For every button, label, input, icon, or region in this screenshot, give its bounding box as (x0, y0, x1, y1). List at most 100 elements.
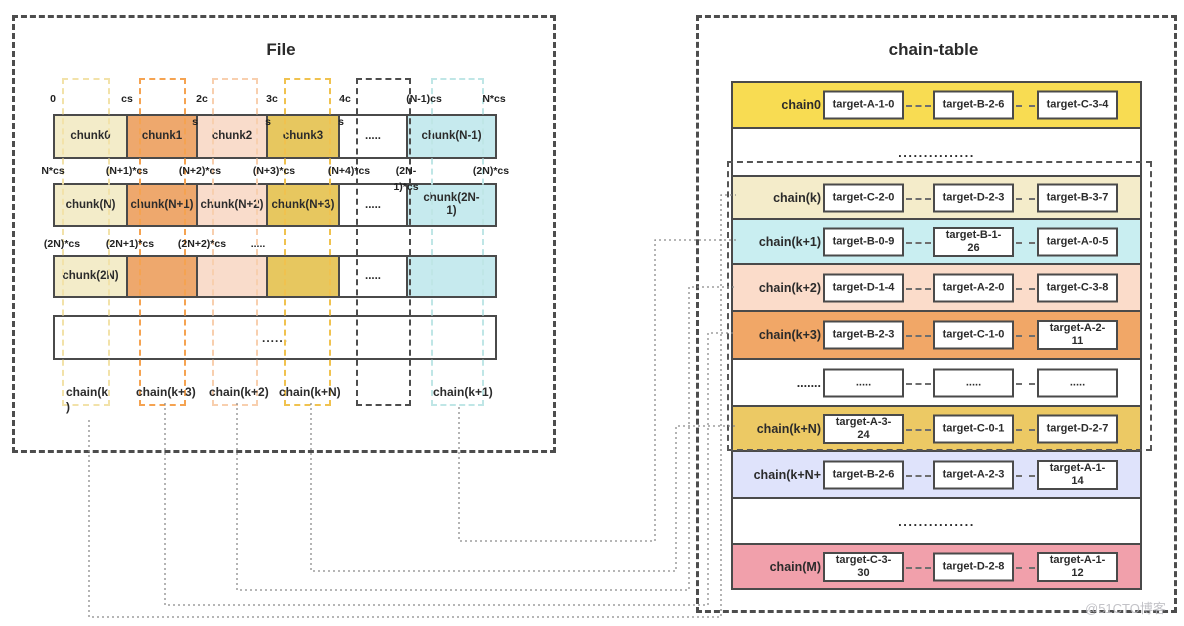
target-link-dash (906, 105, 931, 107)
file-chain-label: chain(k+1) (433, 385, 493, 399)
file-chain-label: chain(k+2) (209, 385, 269, 399)
target-link-dash (906, 287, 931, 290)
chain-row-label: chain(k+3) (758, 328, 821, 342)
target-box: target-A-3- 24 (823, 413, 904, 444)
file-chunk-row-1: chunk0 chunk1 chunk2 chunk3 ..... chunk(… (53, 114, 497, 159)
file-chain-label: chain(k+N) (279, 385, 341, 399)
target-link-dash (906, 474, 931, 477)
chain-table: chain0 target-A-1-0 target-B-2-6 target-… (731, 81, 1142, 590)
offset-tick: 2c (196, 93, 208, 105)
target-link-dash (906, 382, 931, 385)
target-box: target-C-2-0 (823, 183, 904, 212)
target-box: target-C-3- 30 (823, 551, 904, 582)
target-box: target-A-2- 11 (1037, 320, 1118, 350)
chain-row-chain-k: chain(k) target-C-2-0 target-D-2-3 targe… (733, 175, 1140, 218)
chain-row-label: chain0 (781, 98, 821, 112)
chain-row-chain-k2: chain(k+2) target-D-1-4 target-A-2-0 tar… (733, 263, 1140, 310)
stripe-offset-s: s (192, 116, 198, 128)
offset-tick: (N-1)cs (406, 93, 442, 105)
chunk-cell: ..... (338, 116, 406, 157)
offset-tick: 4c (339, 93, 351, 105)
target-link-dash (906, 566, 931, 569)
target-box: target-A-2-3 (933, 460, 1014, 489)
target-box: ..... (933, 368, 1014, 397)
target-link-dash (1016, 335, 1035, 337)
chain-row-label: chain(k+1) (758, 234, 821, 249)
chain-row-label: ....... (796, 375, 821, 390)
chunk-cell: chunk3 (266, 116, 338, 157)
target-box: target-C-3-8 (1037, 273, 1118, 302)
stripe-offset-s: s (265, 116, 271, 128)
offset-tick: (N+4)*cs (327, 165, 371, 177)
chain-window-overlay-4 (284, 78, 331, 406)
offset-tick: cs (121, 93, 133, 105)
target-link-dash (1016, 241, 1035, 244)
target-box: target-C-1-0 (933, 320, 1014, 350)
file-chain-label: chain(k ) (66, 385, 109, 414)
offset-tick: ..... (250, 238, 266, 250)
target-link-dash (906, 241, 931, 244)
offset-tick: 3c (266, 93, 278, 105)
chain-rows-ellipsis: ............... (733, 127, 1140, 175)
target-link-dash (906, 428, 931, 431)
chain-row-chain-M: chain(M) target-C-3- 30 target-D-2-8 tar… (733, 543, 1140, 588)
chain-table-title: chain-table (888, 40, 979, 59)
target-link-dash (1016, 382, 1035, 385)
watermark: @51CTO博客 (1085, 601, 1166, 616)
offset-tick: (2N+1)*cs (105, 238, 155, 250)
target-link-dash (906, 335, 931, 337)
target-box: target-B-3-7 (1037, 183, 1118, 212)
chain-group-highlight-rect (727, 161, 1152, 451)
chain-row-label: chain(M) (769, 559, 821, 574)
chain-row-chain-k1: chain(k+1) target-B-0-9 target-B-1- 26 t… (733, 218, 1140, 263)
chain-row-chain-kN: chain(k+N) target-A-3- 24 target-C-0-1 t… (733, 405, 1140, 450)
target-box: target-A-1-0 (823, 90, 904, 120)
target-box: ..... (823, 368, 904, 397)
target-box: target-D-2-8 (933, 552, 1014, 581)
offset-tick: (N+1)*cs (105, 165, 149, 177)
target-link-dash (906, 197, 931, 200)
target-box: target-A-2-0 (933, 273, 1014, 302)
target-box: target-D-2-3 (933, 183, 1014, 212)
target-link-dash (1016, 197, 1035, 200)
offset-tick: N*cs (482, 93, 506, 105)
target-box: target-A-0-5 (1037, 227, 1118, 256)
offset-tick: (2N+2)*cs (177, 238, 227, 250)
target-link-dash (1016, 428, 1035, 431)
target-box: target-A-1- 12 (1037, 551, 1118, 582)
target-box: target-B-2-6 (933, 90, 1014, 120)
target-box: target-B-1- 26 (933, 226, 1014, 257)
offset-tick: (2N- 1)*cs (393, 165, 419, 193)
target-box: target-B-2-3 (823, 320, 904, 350)
ellipsis-text: ............... (898, 513, 975, 529)
offset-tick: (2N)*cs (43, 238, 81, 250)
chain-row-chain0: chain0 target-A-1-0 target-B-2-6 target-… (733, 83, 1140, 127)
chain-row-label: chain(k+N+ (753, 467, 821, 482)
offset-tick: (2N)*cs (472, 165, 510, 177)
chunk-cell: chunk(N-1) (406, 116, 495, 157)
file-chain-label: chain(k+3) (136, 385, 196, 399)
chain-row-label: chain(k+N) (756, 421, 821, 436)
target-box: target-A-1- 14 (1037, 459, 1118, 490)
file-panel-title: File (266, 40, 296, 59)
target-box: target-B-0-9 (823, 227, 904, 256)
target-box: target-D-1-4 (823, 273, 904, 302)
chunk-cell: chunk2 (196, 116, 266, 157)
target-box: target-D-2-7 (1037, 414, 1118, 443)
offset-tick: 0 (50, 93, 56, 105)
chain-row-chain-k3: chain(k+3) target-B-2-3 target-C-1-0 tar… (733, 310, 1140, 358)
chunk-cell: chunk0 (55, 116, 126, 157)
offset-tick: (N+2)*cs (178, 165, 222, 177)
chain-rows-ellipsis: ............... (733, 497, 1140, 543)
chain-row-label: chain(k) (773, 190, 821, 205)
stripe-offset-s: s (338, 116, 344, 128)
target-box: target-C-0-1 (933, 414, 1014, 443)
target-box: target-B-2-6 (823, 460, 904, 489)
target-box: target-C-3-4 (1037, 90, 1118, 120)
chain-window-overlay-5 (356, 78, 411, 406)
target-link-dash (1016, 287, 1035, 290)
target-box: ..... (1037, 368, 1118, 397)
offset-tick: (N+3)*cs (252, 165, 296, 177)
ellipsis-text: ............... (898, 144, 975, 160)
